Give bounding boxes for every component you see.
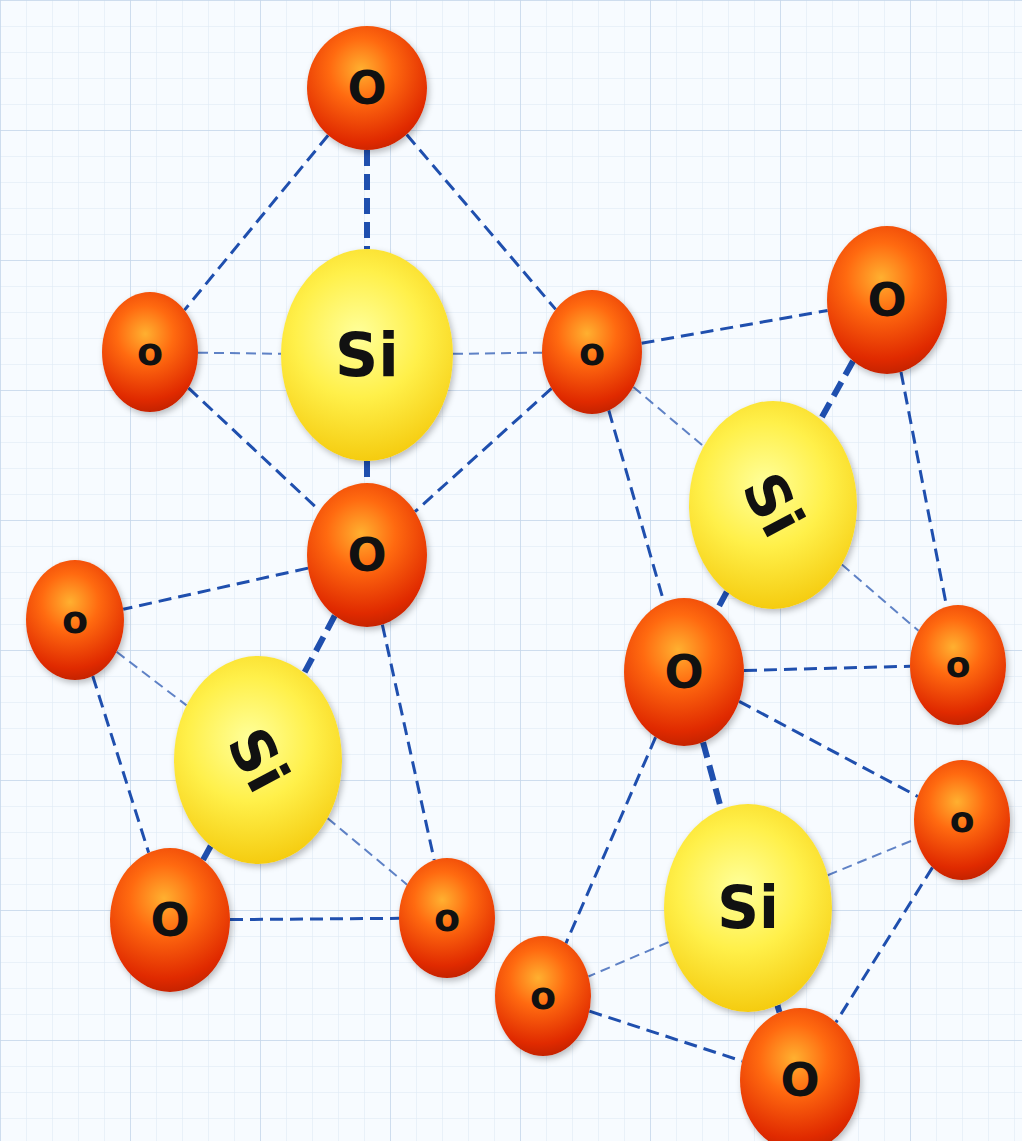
silicon-atom: Si	[174, 656, 342, 864]
silicon-atom: Si	[664, 804, 832, 1012]
oxygen-atom: o	[399, 858, 495, 978]
silicon-atom: Si	[689, 401, 857, 609]
oxygen-atom: o	[495, 936, 591, 1056]
oxygen-atom: o	[26, 560, 124, 680]
bond-line	[117, 652, 187, 706]
bond-line	[198, 353, 281, 354]
bond-line	[328, 818, 407, 884]
bond-line	[453, 353, 542, 354]
atom-symbol: Si	[335, 325, 399, 385]
bond-line	[589, 1011, 742, 1061]
atom-symbol: o	[137, 333, 163, 371]
bond-line	[364, 461, 370, 483]
bond-line	[821, 361, 853, 419]
atom-symbol: O	[347, 65, 386, 111]
bond-line	[842, 565, 919, 631]
atom-symbol: o	[946, 647, 971, 683]
bond-line	[230, 918, 399, 919]
silicon-atom: Si	[281, 249, 453, 461]
atom-symbol: O	[150, 897, 189, 943]
bond-line	[642, 310, 828, 343]
bond-line	[93, 676, 149, 853]
bond-line	[901, 372, 947, 607]
oxygen-atom: o	[542, 290, 642, 414]
bond-line	[717, 592, 727, 610]
atom-symbol: o	[530, 977, 556, 1015]
bond-line	[703, 742, 721, 809]
bond-line	[836, 867, 933, 1022]
bond-line	[633, 387, 703, 446]
bond-line	[609, 410, 664, 602]
atom-symbol: o	[434, 899, 460, 937]
bond-line	[744, 666, 910, 670]
atom-symbol: o	[950, 802, 975, 838]
oxygen-atom: o	[910, 605, 1006, 725]
oxygen-atom: O	[740, 1008, 860, 1141]
atom-symbol: Si	[733, 464, 813, 546]
oxygen-atom: O	[827, 226, 947, 374]
bond-line	[828, 839, 917, 875]
bond-line	[382, 625, 434, 861]
bond-line	[123, 568, 308, 609]
atom-symbol: o	[62, 601, 88, 639]
bond-line	[364, 150, 370, 249]
oxygen-atom: o	[914, 760, 1010, 880]
oxygen-atom: O	[110, 848, 230, 992]
bond-line	[739, 701, 918, 796]
atom-symbol: o	[579, 333, 605, 371]
atom-symbol: O	[664, 649, 703, 695]
oxygen-atom: O	[307, 26, 427, 150]
atom-symbol: O	[347, 532, 386, 578]
bond-line	[588, 942, 668, 976]
oxygen-atom: O	[624, 598, 744, 746]
oxygen-atom: O	[307, 483, 427, 627]
atom-symbol: O	[780, 1057, 819, 1103]
atom-symbol: Si	[717, 879, 779, 937]
atom-symbol: Si	[218, 719, 298, 801]
atom-symbol: O	[867, 277, 906, 323]
bond-line	[203, 846, 211, 860]
bond-line	[566, 737, 656, 943]
bond-line	[304, 616, 335, 673]
oxygen-atom: o	[102, 292, 198, 412]
